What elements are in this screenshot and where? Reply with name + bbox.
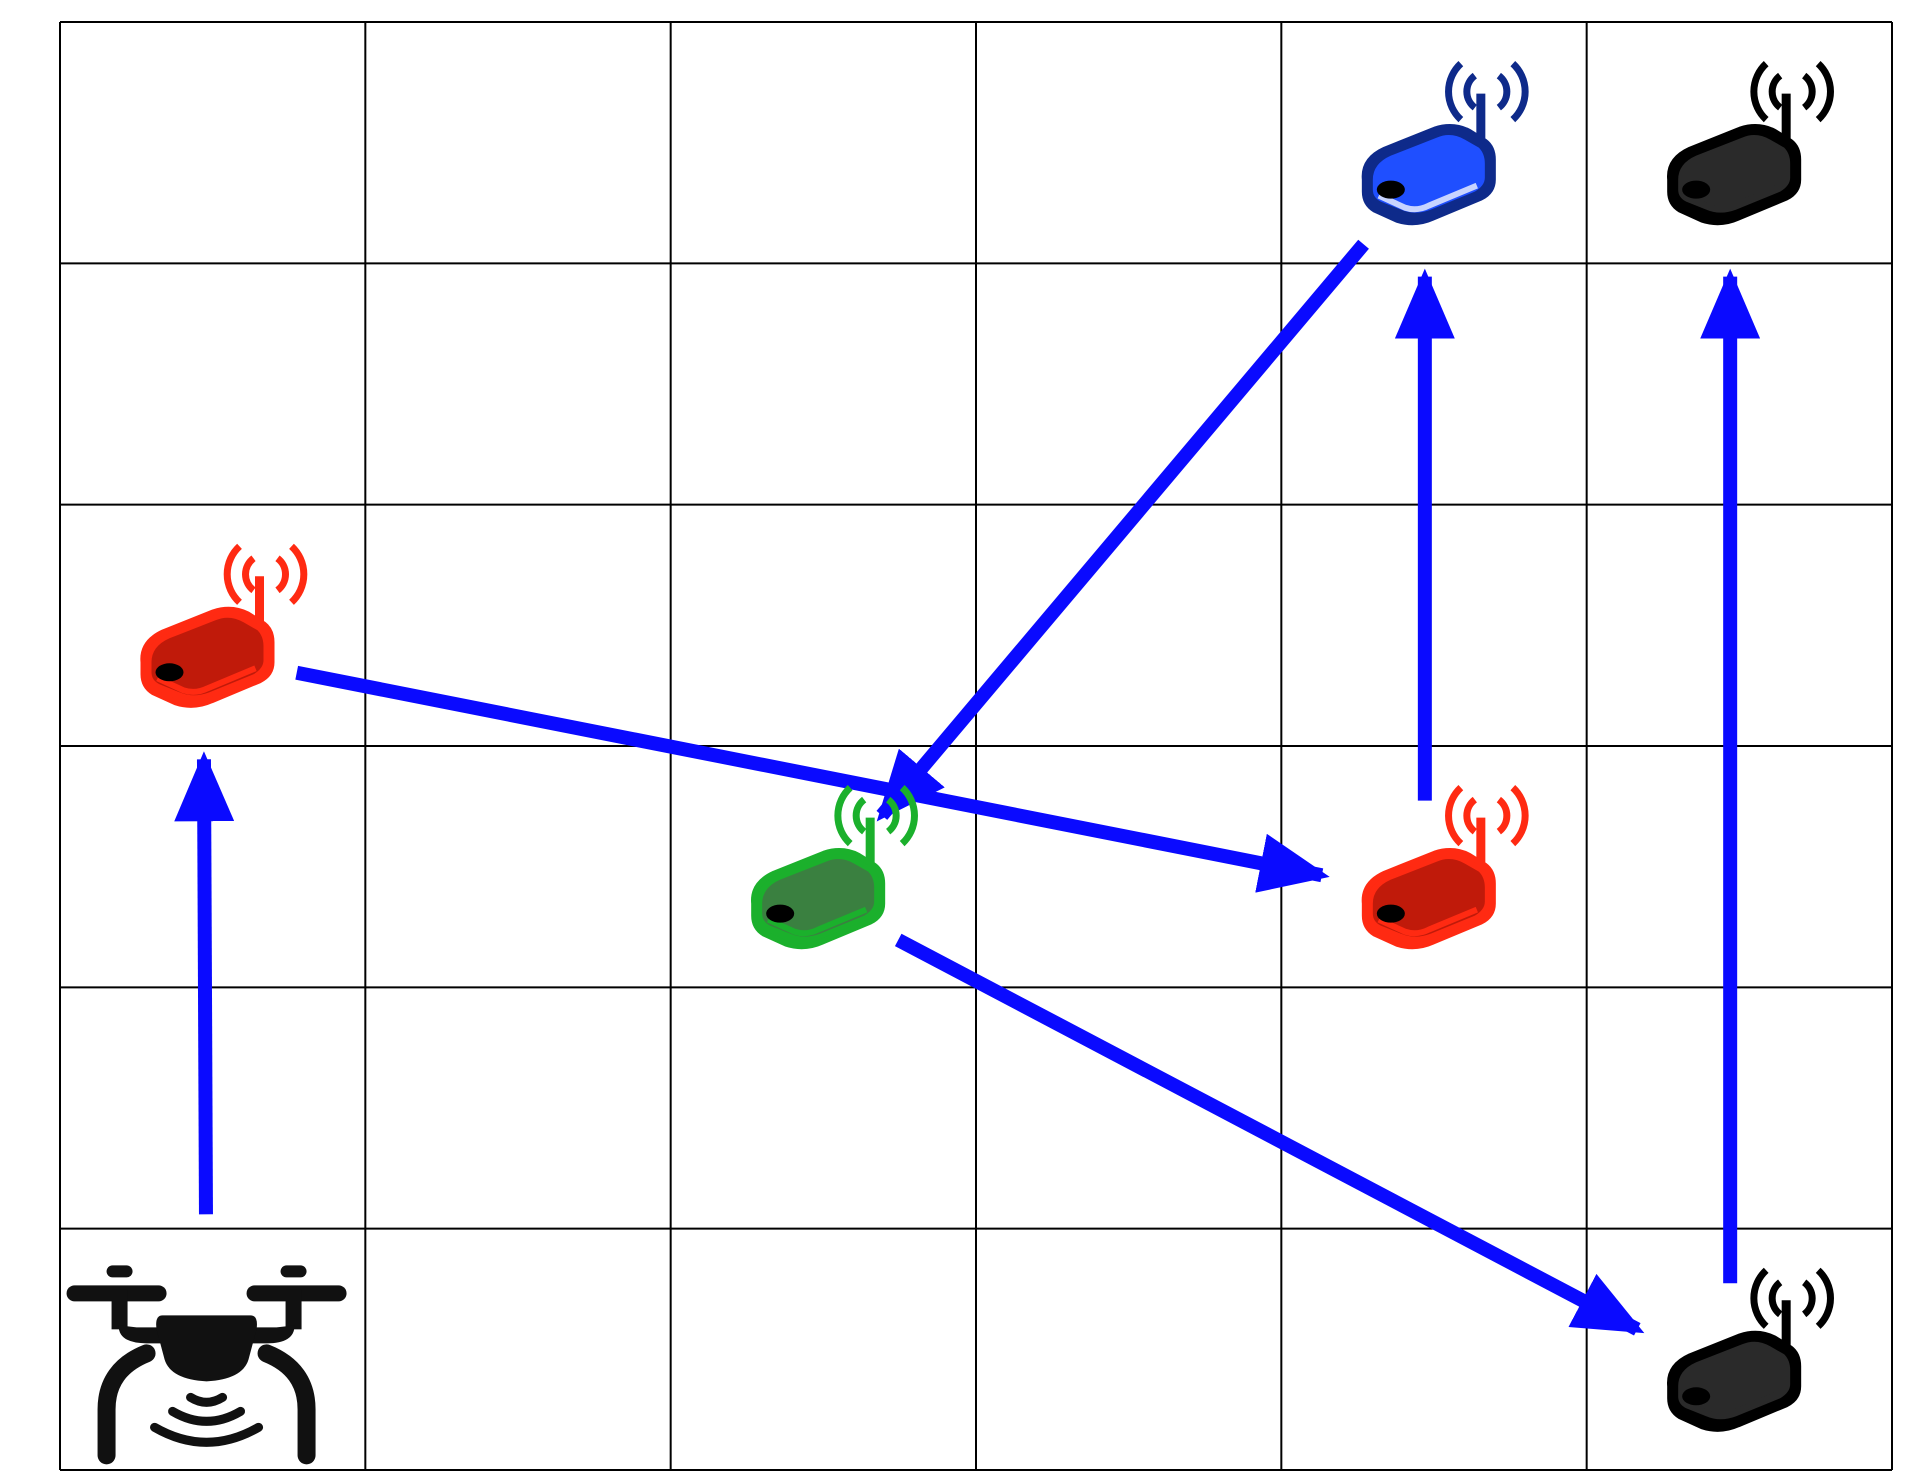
sensor-black-bottom-router-icon xyxy=(1667,1267,1834,1432)
signal-waves-icon xyxy=(1445,785,1529,847)
grid xyxy=(59,21,1893,1471)
route-arrow-sensor-red-a-to-sensor-red-b xyxy=(295,665,1330,893)
camera-signal-icon xyxy=(150,1392,264,1447)
drone-body xyxy=(156,1315,257,1382)
signal-waves-icon xyxy=(834,785,918,847)
router-led xyxy=(155,663,184,682)
router-led xyxy=(1682,180,1711,199)
route-arrow-sensor-green-to-sensor-black-bottom xyxy=(894,933,1645,1336)
router-led xyxy=(1682,1387,1711,1406)
router-edge xyxy=(156,665,257,695)
route-arrow-sensor-blue-to-sensor-green xyxy=(876,239,1369,822)
drone-icon xyxy=(66,1265,347,1465)
route-arrows xyxy=(174,239,1761,1336)
sensor-black-top-router-icon xyxy=(1667,61,1834,226)
router-led xyxy=(1376,180,1405,199)
signal-waves-icon xyxy=(1750,61,1834,123)
sensor-red-b-router-icon xyxy=(1361,785,1529,950)
router-edge xyxy=(1377,906,1478,937)
route-icons xyxy=(66,61,1834,1465)
signal-waves-icon xyxy=(1750,1267,1834,1329)
sensor-green-router-icon xyxy=(751,785,918,950)
router-edge xyxy=(1377,182,1478,213)
sensor-blue-router-icon xyxy=(1361,61,1529,226)
route-arrow-drone-to-sensor-red-a xyxy=(174,751,235,1215)
signal-waves-icon xyxy=(1445,61,1529,123)
signal-waves-icon xyxy=(223,543,308,605)
router-led xyxy=(1376,904,1405,923)
sensor-red-a-router-icon xyxy=(140,543,308,708)
router-led xyxy=(766,904,795,923)
router-edge xyxy=(766,906,868,937)
router-edge xyxy=(1682,182,1784,213)
router-edge xyxy=(1682,1389,1784,1419)
